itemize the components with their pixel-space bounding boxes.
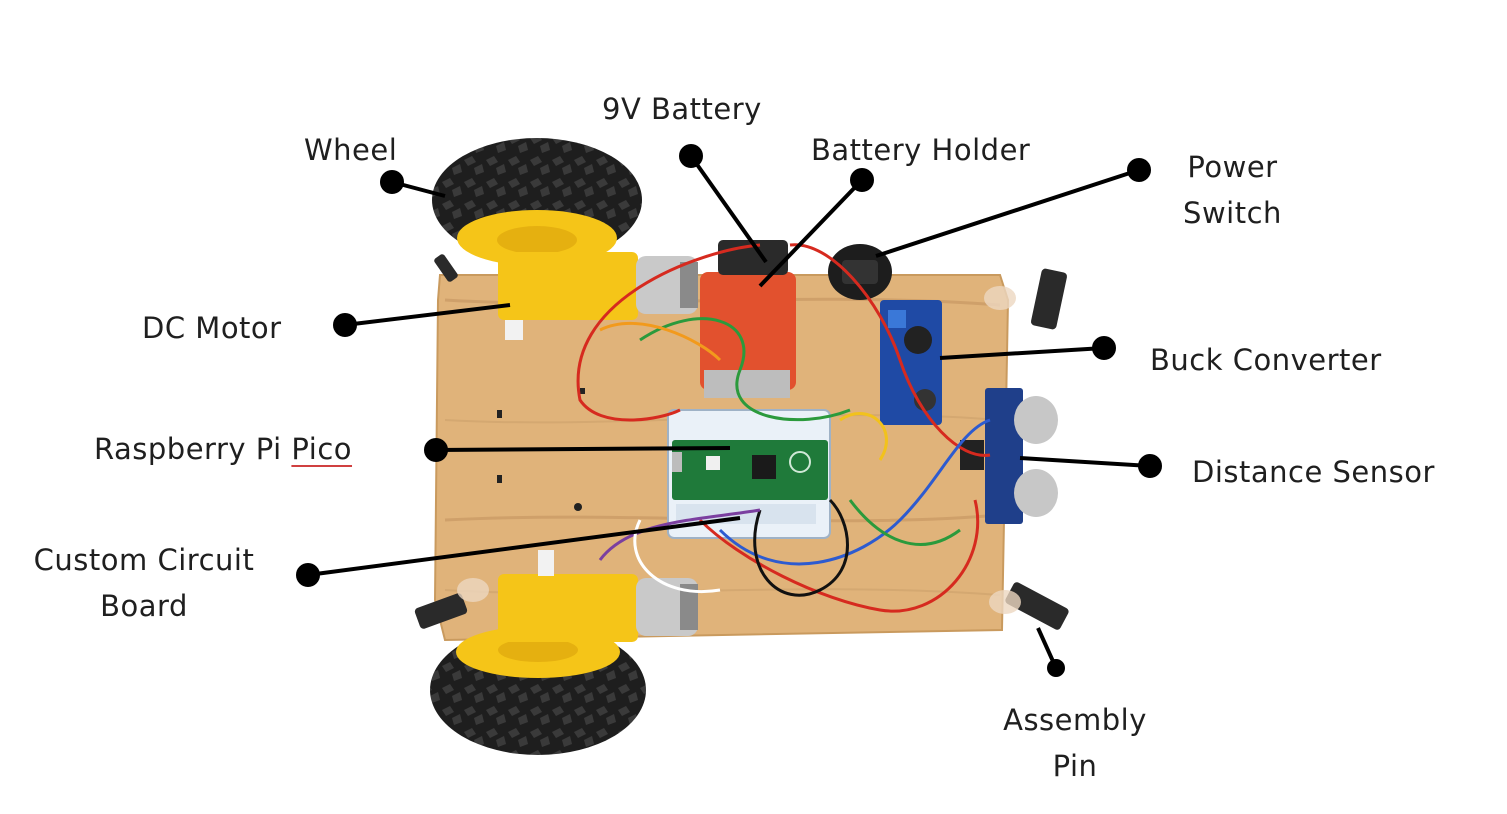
- label-raspberry-pi-pico: Raspberry Pi Pico: [94, 426, 352, 472]
- label-wheel: Wheel: [304, 127, 397, 173]
- leader-dc-motor-dot: [335, 315, 355, 335]
- label-buck-converter: Buck Converter: [1150, 337, 1382, 383]
- label-power-switch: Power Switch: [1170, 144, 1295, 236]
- label-pico-part1: Raspberry Pi: [94, 432, 291, 466]
- label-assembly-pin-line2: Pin: [995, 743, 1155, 789]
- label-power-switch-line1: Power: [1170, 144, 1295, 190]
- leader-distance-sensor-dot: [1140, 456, 1160, 476]
- leader-wheel-dot: [382, 172, 402, 192]
- label-9v-battery: 9V Battery: [602, 86, 762, 132]
- label-distance-sensor: Distance Sensor: [1192, 449, 1435, 495]
- label-power-switch-line2: Switch: [1170, 190, 1295, 236]
- leader-pico-dot: [426, 440, 446, 460]
- label-assembly-pin: Assembly Pin: [995, 697, 1155, 789]
- leader-distance-sensor: [1020, 458, 1150, 466]
- label-custom-board-line2: Board: [26, 583, 262, 629]
- label-dc-motor: DC Motor: [142, 305, 282, 351]
- leader-pico: [436, 448, 730, 450]
- wheel-top: [432, 138, 642, 266]
- label-pico-part2: Pico: [291, 432, 352, 466]
- buck-converter: [880, 300, 942, 425]
- leader-assembly-pin-dot: [1049, 661, 1063, 675]
- label-assembly-pin-line1: Assembly: [995, 697, 1155, 743]
- leader-power-switch: [876, 170, 1139, 256]
- leader-battery-holder-dot: [852, 170, 872, 190]
- leader-power-switch-dot: [1129, 160, 1149, 180]
- leader-battery-dot: [681, 146, 701, 166]
- label-battery-holder: Battery Holder: [811, 127, 1030, 173]
- wheel-bottom: [430, 625, 646, 755]
- leader-custom-board-dot: [298, 565, 318, 585]
- leader-buck-converter-dot: [1094, 338, 1114, 358]
- label-custom-circuit-board: Custom Circuit Board: [26, 537, 262, 629]
- label-custom-board-line1: Custom Circuit: [26, 537, 262, 583]
